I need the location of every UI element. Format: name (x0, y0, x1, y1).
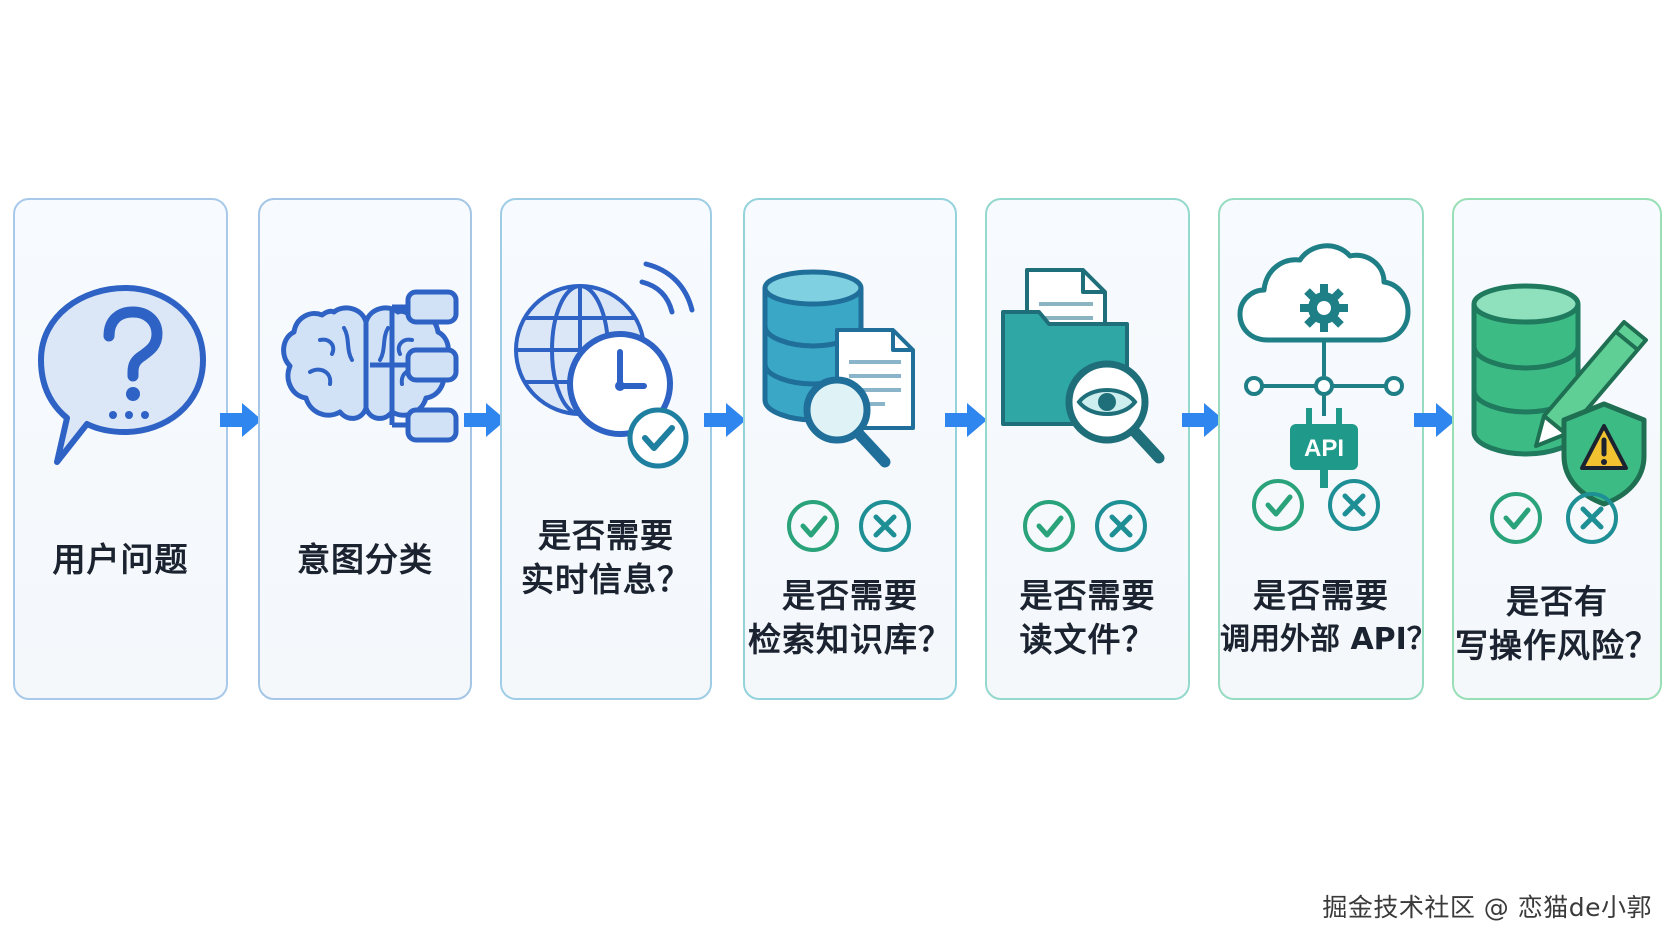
globe-clock-check-icon (514, 261, 695, 469)
cloud-api-plug-icon (1237, 243, 1411, 488)
step-label-line-1: 是否需要 (782, 576, 918, 615)
database-pencil-warning-icon (1471, 283, 1648, 544)
flow-arrow-icon (462, 400, 508, 444)
step-label-line-1: 是否有 (1506, 582, 1608, 621)
api-badge: API (1303, 435, 1344, 462)
step-card-realtime-info: 是否需要 实时信息？ (500, 198, 712, 700)
step-card-write-risk: 是否有 写操作风险？ (1452, 198, 1662, 700)
step-label-line-2: 实时信息？ (521, 560, 691, 599)
category-boxes-icon (370, 289, 459, 443)
step-label-line-1: 是否需要 (538, 516, 674, 555)
flow-arrow-icon (1180, 400, 1226, 444)
step-label: 用户问题 (52, 540, 189, 579)
step-card-knowledge-base: 是否需要 检索知识库？ (743, 198, 957, 700)
database-search-icon (762, 269, 915, 552)
step-label-line-2: 读文件？ (1019, 620, 1156, 659)
watermark: 掘金技术社区 @ 恋猫de小郭 (1322, 893, 1652, 922)
flow-arrow-icon (943, 400, 989, 444)
step-label-line-1: 是否需要 (1019, 576, 1156, 615)
step-card-external-api: API 是否需要 调用外部 API？ (1218, 198, 1437, 700)
step-label: 意图分类 (297, 540, 433, 579)
question-bubble-icon (38, 285, 206, 465)
step-card-intent-classification: 意图分类 (258, 198, 472, 700)
step-card-read-file: 是否需要 读文件？ (985, 198, 1190, 700)
step-card-user-question: 用户问题 (13, 198, 228, 700)
flow-arrow-icon (702, 400, 748, 444)
step-label-line-2: 写操作风险？ (1455, 626, 1659, 665)
folder-eye-icon (1001, 268, 1165, 552)
step-label-line-1: 是否需要 (1253, 576, 1389, 615)
flow-arrow-icon (218, 400, 264, 444)
step-label-line-2: 检索知识库？ (748, 620, 952, 659)
step-label-line-2: 调用外部 API？ (1220, 622, 1437, 657)
flow-arrow-icon (1412, 400, 1458, 444)
check-cross-icons (1252, 479, 1380, 531)
